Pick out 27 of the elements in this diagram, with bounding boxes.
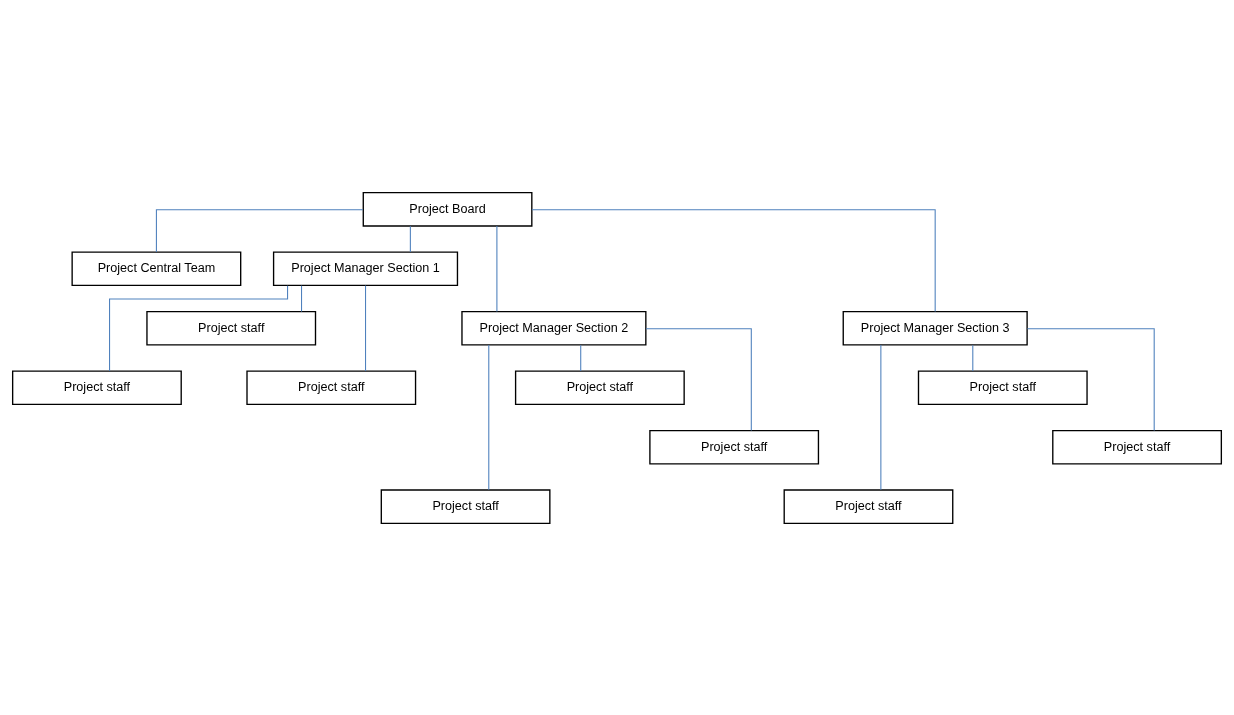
node-box: Project Manager Section 1 — [272, 250, 459, 286]
connector — [365, 284, 367, 372]
node-box: Project staff — [246, 369, 417, 405]
node-box: Project Manager Section 3 — [842, 310, 1028, 346]
connector — [972, 344, 974, 372]
node-box: Project staff — [380, 488, 551, 524]
node-box: Project staff — [146, 310, 317, 346]
connector — [488, 344, 490, 490]
node-box: Project Central Team — [71, 250, 242, 286]
connector — [580, 344, 582, 372]
connector — [1026, 327, 1155, 431]
connector — [155, 208, 364, 253]
node-box: Project Manager Section 2 — [461, 310, 647, 346]
connector — [409, 225, 411, 253]
connector — [109, 284, 289, 372]
connector — [496, 225, 498, 312]
node-box: Project staff — [1052, 429, 1222, 465]
node-box: Project Board — [362, 191, 533, 227]
connector — [645, 327, 752, 431]
node-box: Project staff — [917, 369, 1088, 405]
node-box: Project staff — [514, 369, 685, 405]
connector — [531, 208, 936, 312]
node-box: Project staff — [12, 369, 182, 405]
connector — [880, 344, 882, 490]
connector — [301, 284, 303, 312]
node-box: Project staff — [783, 488, 954, 524]
node-box: Project staff — [649, 429, 820, 465]
